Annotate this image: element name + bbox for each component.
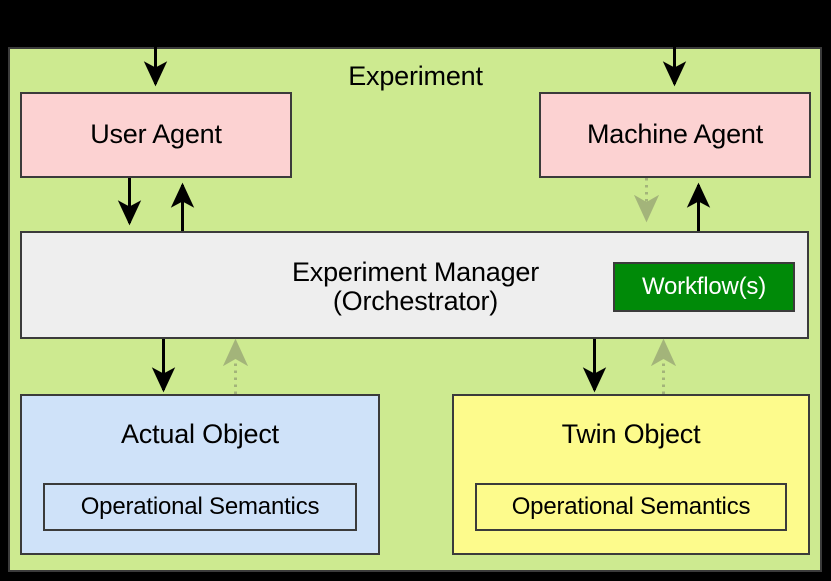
node-user-agent[interactable]: User Agent xyxy=(20,92,292,178)
node-twin-object-label: Twin Object xyxy=(561,419,701,449)
node-machine-agent-label: Machine Agent xyxy=(586,119,764,150)
node-workflows-label: Workflow(s) xyxy=(641,273,767,300)
node-twin-object-operational-semantics[interactable]: Operational Semantics xyxy=(475,483,787,531)
node-experiment-manager-label: Experiment Manager xyxy=(291,256,540,287)
node-actual-object-label: Actual Object xyxy=(121,419,279,449)
node-experiment-manager[interactable]: Experiment Manager (Orchestrator) Workfl… xyxy=(20,231,809,339)
page-title: Experiment xyxy=(348,61,483,91)
node-actual-object-operational-semantics-label: Operational Semantics xyxy=(80,493,320,520)
node-user-agent-label: User Agent xyxy=(90,119,222,150)
node-actual-object-operational-semantics[interactable]: Operational Semantics xyxy=(43,483,357,531)
node-workflows[interactable]: Workflow(s) xyxy=(613,262,795,312)
node-twin-object[interactable]: Twin Object Operational Semantics xyxy=(452,394,810,555)
node-actual-object[interactable]: Actual Object Operational Semantics xyxy=(20,394,380,555)
node-twin-object-operational-semantics-label: Operational Semantics xyxy=(511,493,751,520)
node-experiment-manager-text: Experiment Manager (Orchestrator) xyxy=(22,233,811,341)
node-machine-agent[interactable]: Machine Agent xyxy=(539,92,811,178)
node-experiment-manager-sublabel: (Orchestrator) xyxy=(332,286,499,316)
